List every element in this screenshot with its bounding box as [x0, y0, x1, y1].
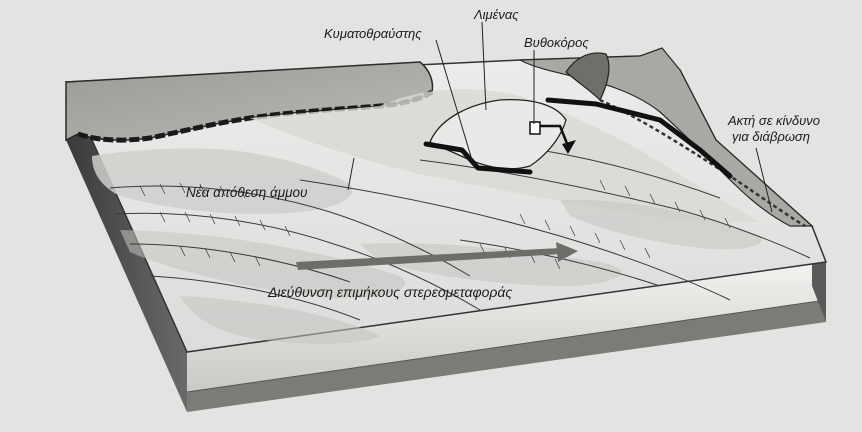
label-harbor: Λιμένας — [473, 7, 519, 22]
label-breakwater: Κυματοθραύστης — [324, 26, 422, 41]
label-new-sand: Νέα απόθεση άμμου — [186, 185, 307, 200]
label-erosion-line1: Ακτή σε κίνδυνο — [727, 113, 820, 128]
label-erosion-line2: για διάβρωση — [732, 129, 810, 144]
label-dredger: Βυθοκόρος — [524, 35, 589, 50]
label-transport: Διεύθυνση επιμήκους στερεομεταφοράς — [267, 284, 512, 300]
